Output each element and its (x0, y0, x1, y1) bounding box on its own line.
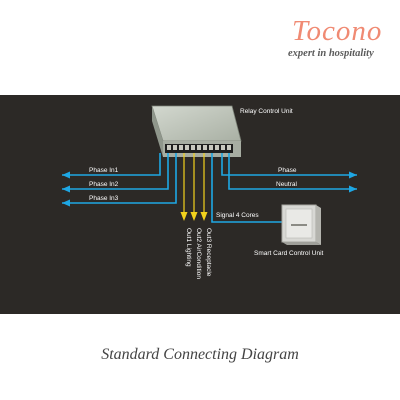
diagram-caption: Standard Connecting Diagram (101, 346, 299, 363)
output-label-2: Out2 AirCondition (195, 228, 202, 279)
wires (62, 153, 357, 223)
wire-phase-in3 (62, 153, 177, 204)
output-arrowheads (180, 212, 208, 221)
smart-card-control-unit (281, 204, 321, 245)
output-label-3: Out3 Receptacle (205, 228, 212, 277)
neutral-label: Neutral (276, 181, 298, 188)
relay-control-unit (151, 105, 242, 157)
phase-label: Phase (278, 167, 297, 174)
wire-signal (211, 153, 296, 223)
smart-card-label: Smart Card Control Unit (254, 250, 324, 257)
input-label-3: Phase In3 (89, 195, 119, 202)
tocono-logo: Tocono expert in hospitality (288, 16, 384, 66)
wire-arrowheads (62, 171, 357, 207)
wire-phase-in1 (62, 153, 161, 176)
output-label-1: Out1 Lighting (185, 228, 192, 267)
relay-unit-label: Relay Control Unit (240, 108, 293, 115)
input-label-1: Phase In1 (89, 167, 119, 174)
wire-neutral (228, 153, 357, 190)
logo-tagline: expert in hospitality (288, 48, 374, 59)
signal-label: Signal 4 Cores (216, 212, 259, 219)
card-slot (291, 224, 307, 226)
input-label-2: Phase In2 (89, 181, 119, 188)
wire-phase (221, 153, 357, 176)
output-lines (183, 153, 205, 213)
wire-phase-in2 (62, 153, 169, 190)
logo-wordmark: Tocono (292, 15, 383, 47)
